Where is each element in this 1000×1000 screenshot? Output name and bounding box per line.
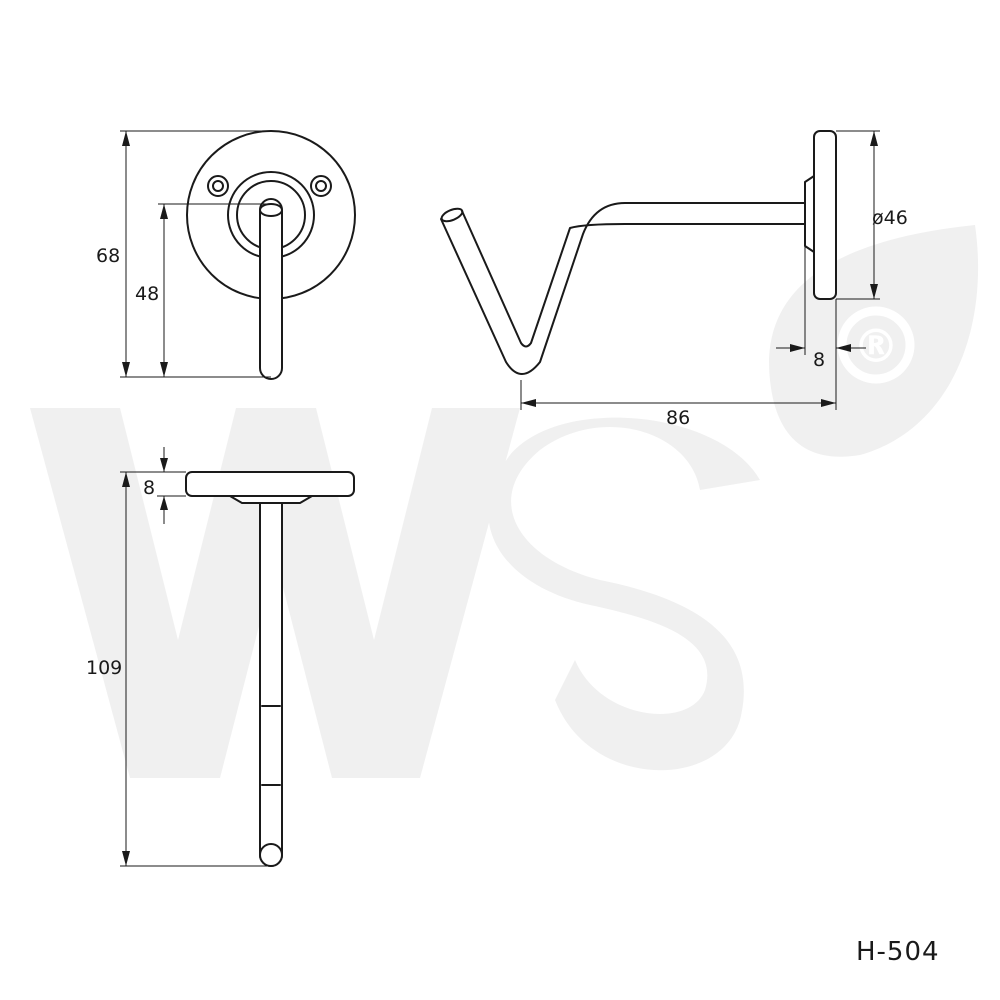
top-rosette-boss [229, 495, 313, 504]
top-rod [259, 502, 283, 867]
screw-hole-right [310, 175, 332, 197]
side-rosette-boss [804, 175, 815, 253]
side-rosette-plate [813, 130, 837, 300]
dimension-label-projection: 86 [666, 407, 690, 429]
side-view: ø46 8 86 [440, 130, 908, 429]
side-rod-outer [440, 202, 806, 375]
dimension-label-diameter: ø46 [872, 207, 908, 229]
top-rosette-plate [185, 471, 355, 497]
side-rod-end [440, 207, 464, 223]
screw-hole-left [207, 175, 229, 197]
dimension-label-overall-length: 109 [86, 657, 122, 679]
front-rod [259, 198, 283, 380]
dimension-label-plate-thickness: 8 [813, 349, 825, 371]
side-rod-inner [461, 210, 806, 348]
front-view: 68 48 [96, 130, 356, 380]
top-view: 8 109 [86, 447, 355, 867]
dimension-label-height: 68 [96, 245, 120, 267]
dimension-label-top-plate-thickness: 8 [143, 477, 155, 499]
registered-mark: ® [853, 319, 899, 373]
dimension-label-rod-height: 48 [135, 283, 159, 305]
top-rod-end [259, 843, 283, 867]
product-code: H-504 [856, 937, 940, 967]
